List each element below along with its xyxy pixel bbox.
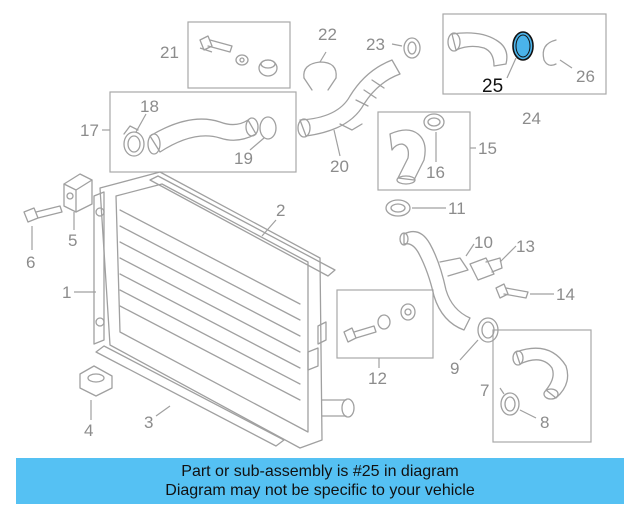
callout-5: 5 xyxy=(68,231,77,250)
elbow-hose-15 xyxy=(389,129,426,185)
callout-14: 14 xyxy=(556,285,575,304)
sensor-13 xyxy=(469,257,503,281)
group-box-17 xyxy=(109,91,297,173)
cap-21 xyxy=(258,59,278,77)
callout-23: 23 xyxy=(366,35,385,54)
banner-line-1: Part or sub-assembly is #25 in diagram xyxy=(181,463,459,480)
group-box-7 xyxy=(492,329,592,443)
callout-16: 16 xyxy=(426,163,445,182)
upper-trim-strip xyxy=(149,175,336,277)
parts-diagram: 1 2 3 4 5 6 7 8 9 10 11 12 13 14 15 16 1… xyxy=(23,13,607,449)
info-banner: Part or sub-assembly is #25 in diagram D… xyxy=(16,458,624,504)
mount-bracket xyxy=(63,173,93,213)
retaining-clip-22 xyxy=(303,61,337,91)
bolt-21 xyxy=(199,35,233,53)
intercooler-radiator xyxy=(93,171,327,449)
callout-15: 15 xyxy=(478,139,497,158)
callout-12: 12 xyxy=(368,369,387,388)
seal-ring-25 xyxy=(512,31,534,61)
hose-clamp-16 xyxy=(423,113,445,131)
clip-26 xyxy=(542,39,557,66)
callout-22: 22 xyxy=(318,25,337,44)
callout-2: 2 xyxy=(276,201,285,220)
callout-9: 9 xyxy=(450,359,459,378)
hose-7 xyxy=(512,347,569,400)
bolt-14 xyxy=(495,283,529,299)
callout-4: 4 xyxy=(84,421,93,440)
hose-clamp-18 xyxy=(123,125,145,157)
rubber-mount xyxy=(79,365,113,397)
seal-ring-19 xyxy=(259,116,277,140)
group-box-12 xyxy=(336,289,434,359)
callout-3: 3 xyxy=(144,413,153,432)
callout-25: 25 xyxy=(482,76,503,97)
hose-clamp-8 xyxy=(500,392,520,416)
callout-6: 6 xyxy=(26,253,35,272)
callout-21: 21 xyxy=(160,43,179,62)
bolt-12 xyxy=(343,325,377,343)
hose-17 xyxy=(147,117,259,155)
callout-11: 11 xyxy=(448,199,466,218)
callout-7: 7 xyxy=(480,381,489,400)
clamp-11 xyxy=(385,199,411,217)
group-box-15 xyxy=(377,111,471,191)
lower-trim-strip xyxy=(95,345,285,447)
callout-26: 26 xyxy=(576,67,595,86)
grommet-21 xyxy=(235,54,249,66)
callout-19: 19 xyxy=(234,149,253,168)
callout-24: 24 xyxy=(522,109,541,128)
callout-8: 8 xyxy=(540,413,549,432)
banner-line-2: Diagram may not be specific to your vehi… xyxy=(165,482,475,499)
leader-lines xyxy=(31,43,573,420)
grommet-12 xyxy=(377,303,416,330)
bolt-6 xyxy=(23,205,63,223)
group-box-21 xyxy=(187,21,291,89)
hose-24 xyxy=(447,32,508,67)
callout-10: 10 xyxy=(474,233,493,252)
clamp-9 xyxy=(477,317,499,343)
callout-1: 1 xyxy=(62,283,71,302)
charge-pipe-20 xyxy=(297,59,401,138)
callout-17: 17 xyxy=(80,121,99,140)
callout-20: 20 xyxy=(330,157,349,176)
hose-clamp-23 xyxy=(403,37,421,59)
charge-pipe-10 xyxy=(399,230,471,331)
group-box-24 xyxy=(442,13,607,95)
outlet-pipe-stub xyxy=(321,398,355,418)
callout-13: 13 xyxy=(516,237,535,256)
callout-18: 18 xyxy=(140,97,159,116)
